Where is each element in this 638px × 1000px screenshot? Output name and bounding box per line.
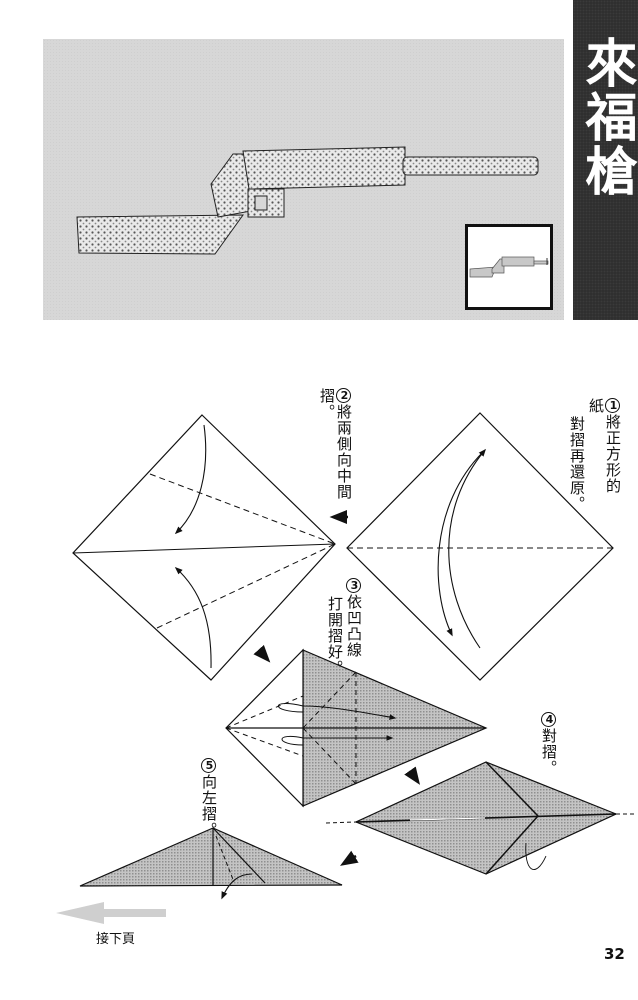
next-page-arrow-icon <box>56 902 166 924</box>
step-3-number: 3 <box>346 578 361 593</box>
step-1-label: 1將正方形的紙 <box>587 398 622 494</box>
step-2-label: 2將兩側向中間摺。 <box>318 388 353 500</box>
page-number: 32 <box>604 945 625 963</box>
rifle-diagram-thumbnail <box>465 224 553 310</box>
step-5-label: 5向左摺。 <box>200 758 218 838</box>
step-1-number: 1 <box>605 398 620 413</box>
photo-panel <box>43 39 564 320</box>
title-bar: 來福槍 <box>573 0 638 320</box>
origami-rifle-photo <box>76 146 539 255</box>
step-3-label-line2: 打開摺好。 <box>326 596 344 676</box>
step-5-diagram <box>79 827 359 900</box>
step-1-diagram <box>346 412 614 681</box>
step-2-number: 2 <box>336 388 351 403</box>
page-title: 來福槍 <box>576 36 636 198</box>
step-3-diagram <box>225 644 488 808</box>
step-1-label-line2: 對摺再還原。 <box>568 416 586 512</box>
step-5-number: 5 <box>201 758 216 773</box>
next-page-label: 接下頁 <box>96 932 136 947</box>
step-4-label: 4對摺。 <box>540 712 558 776</box>
step-2-diagram <box>72 414 348 681</box>
step-4-number: 4 <box>541 712 556 727</box>
step-3-label: 3依凹凸線 <box>345 578 363 658</box>
step-4-diagram <box>325 761 636 875</box>
